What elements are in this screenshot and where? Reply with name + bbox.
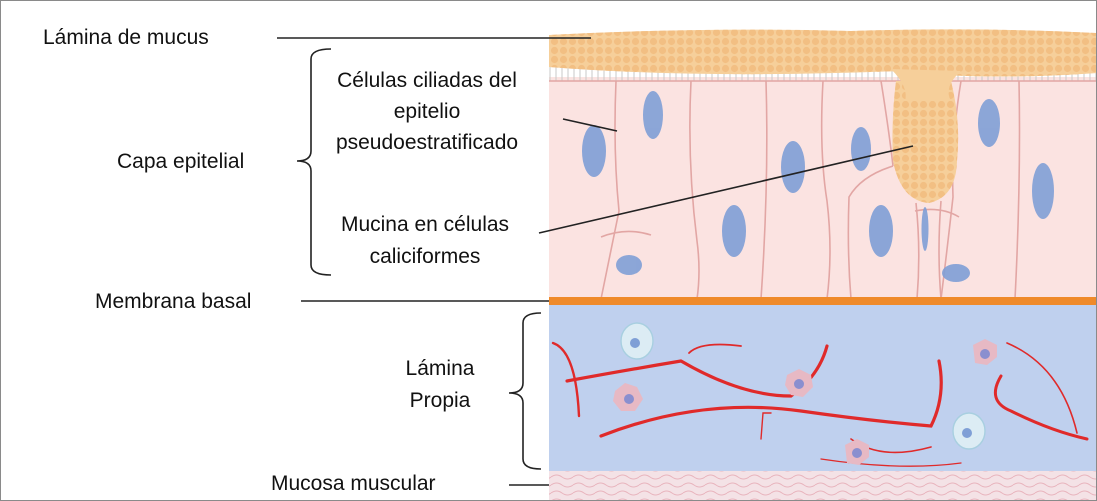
label-muscularis-mucosae: Mucosa muscular: [271, 470, 436, 498]
label-ciliated-cells: Células ciliadas del epitelio pseudoestr…: [319, 67, 535, 157]
label-goblet-mucin: Mucina en células caliciformes: [317, 211, 533, 271]
label-goblet-mucin-line-2: caliciformes: [317, 243, 533, 271]
label-ciliated-cells-line-3: pseudoestratificado: [319, 129, 535, 157]
label-lamina-propria-line-2: Propia: [379, 387, 501, 415]
label-epithelial-layer: Capa epitelial: [117, 148, 244, 176]
label-mucus-layer: Lámina de mucus: [43, 24, 209, 52]
label-basement-membrane: Membrana basal: [95, 288, 251, 316]
label-ciliated-cells-line-1: Células ciliadas del: [319, 67, 535, 95]
label-lamina-propria: Lámina Propia: [379, 355, 501, 415]
label-goblet-mucin-line-1: Mucina en células: [317, 211, 533, 239]
label-lamina-propria-line-1: Lámina: [379, 355, 501, 383]
label-ciliated-cells-line-2: epitelio: [319, 98, 535, 126]
basement-membrane: [549, 297, 1097, 305]
